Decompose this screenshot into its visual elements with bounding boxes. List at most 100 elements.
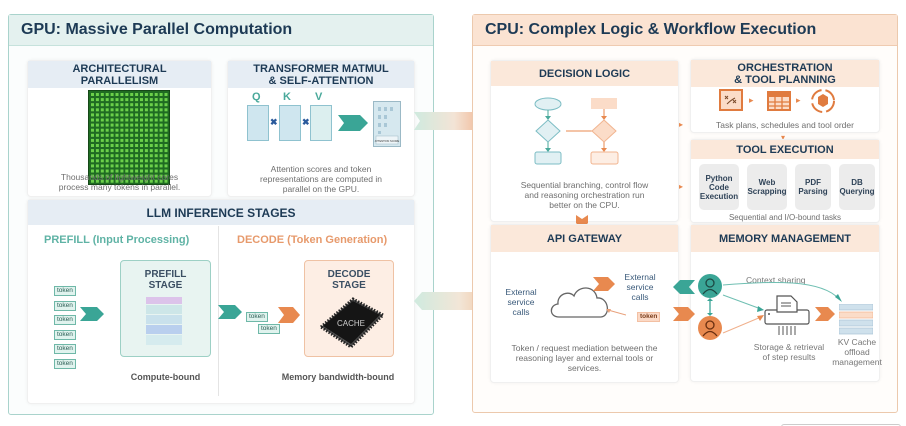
gpu-core: [91, 118, 94, 122]
gpu-core: [135, 98, 139, 102]
gpu-core: [120, 108, 124, 112]
gpu-core: [91, 164, 94, 168]
gpu-core: [149, 138, 153, 142]
calendar-icon: [767, 91, 791, 111]
gpu-core: [159, 138, 163, 142]
gpu-core: [115, 108, 119, 112]
gpu-core: [120, 164, 124, 168]
gpu-core: [149, 128, 153, 132]
gpu-core: [144, 113, 148, 117]
gpu-core: [100, 159, 104, 163]
gpu-core: [91, 144, 94, 147]
gpu-core: [110, 144, 114, 147]
gpu-core: [164, 133, 168, 137]
gpu-core: [120, 123, 124, 127]
kv-cache-stack-icon: [839, 304, 873, 335]
decode-token: token: [246, 312, 268, 322]
gpu-core: [140, 98, 143, 102]
decode-stage-label: DECODE STAGE: [305, 269, 393, 291]
prefill-stage-box: PREFILL STAGE: [120, 260, 211, 357]
gpu-core: [105, 133, 109, 137]
arrow-right-icon: [593, 277, 615, 291]
gpu-core: [91, 154, 94, 158]
gpu-core: [140, 108, 143, 112]
decode-bound-label: Memory bandwidth-bound: [281, 372, 395, 382]
gpu-core: [105, 118, 109, 122]
tool-chip-label: Scrapping: [747, 187, 787, 196]
gpu-core: [125, 159, 129, 163]
gpu-core: [140, 123, 143, 127]
gpu-core: [91, 149, 94, 153]
attention-score-icon: ATTENTION SCORE: [373, 101, 401, 147]
map-plan-icon: [719, 89, 743, 111]
api-gateway-caption: Token / request mediation between the re…: [491, 343, 678, 373]
gpu-core: [149, 98, 153, 102]
gpu-core: [105, 154, 109, 158]
gpu-core: [130, 149, 134, 153]
gpu-core: [154, 113, 158, 117]
gpu-core: [159, 174, 163, 178]
gpu-core: [100, 128, 104, 132]
gpu-core: [135, 154, 139, 158]
gpu-core: [91, 174, 94, 178]
caption-line: Sequential branching, control flow: [520, 180, 649, 190]
gpu-core: [144, 149, 148, 153]
gpu-core: [164, 128, 168, 132]
external-service-calls-right: External service calls: [619, 272, 661, 302]
gpu-core: [95, 98, 99, 102]
gpu-core: [164, 179, 168, 183]
label-line: offload: [844, 347, 870, 357]
gpu-core: [149, 154, 153, 158]
label-line: management: [832, 357, 882, 367]
gpu-core: [154, 128, 158, 132]
gpu-core: [130, 133, 134, 137]
gpu-core: [130, 98, 134, 102]
gpu-core: [130, 93, 134, 96]
gpu-core: [120, 128, 124, 132]
gpu-core: [125, 154, 129, 158]
gpu-core: [95, 164, 99, 168]
gpu-panel-title: GPU: Massive Parallel Computation: [9, 15, 433, 46]
gpu-core: [95, 169, 99, 173]
caption-line: Thousands of lightweight cores: [60, 172, 179, 182]
caption-line: Token / request mediation between the: [511, 343, 658, 353]
gpu-core: [140, 128, 143, 132]
tool-chip-label: Parsing: [798, 187, 828, 196]
gpu-core: [135, 179, 139, 183]
gpu-core: [135, 138, 139, 142]
gpu-core: [154, 108, 158, 112]
gpu-core: [110, 138, 114, 142]
gpu-core: [105, 164, 109, 168]
gpu-core: [154, 159, 158, 163]
tool-chip-label: Querying: [839, 187, 875, 196]
k-label: K: [283, 91, 291, 103]
gpu-core: [100, 154, 104, 158]
gpu-core: [95, 108, 99, 112]
gpu-core: [95, 149, 99, 153]
gpu-core: [100, 118, 104, 122]
gpu-core: [144, 108, 148, 112]
gpu-core: [140, 149, 143, 153]
cache-chip-icon: CACHE: [318, 297, 386, 349]
label-line: KV Cache: [837, 337, 877, 347]
gpu-core: [100, 108, 104, 112]
gpu-core: [110, 108, 114, 112]
gpu-core: [95, 174, 99, 178]
gpu-core: [95, 144, 99, 147]
gpu-core: [100, 138, 104, 142]
gpu-core: [130, 164, 134, 168]
gpu-core: [115, 103, 119, 107]
gpu-core: [95, 138, 99, 142]
gpu-core: [91, 123, 94, 127]
gpu-core: [164, 118, 168, 122]
gpu-core: [135, 133, 139, 137]
gpu-core: [95, 133, 99, 137]
gpu-core: [91, 128, 94, 132]
transformer-card: TRANSFORMER MATMUL & SELF-ATTENTION Q K …: [227, 60, 415, 197]
kv-cache-label: KV Cache offload management: [831, 337, 883, 367]
memory-management-title: MEMORY MANAGEMENT: [691, 225, 879, 252]
gpu-core: [125, 128, 129, 132]
gpu-panel: GPU: Massive Parallel Computation ARCHIT…: [8, 14, 434, 415]
gpu-core: [91, 169, 94, 173]
gpu-core: [130, 118, 134, 122]
